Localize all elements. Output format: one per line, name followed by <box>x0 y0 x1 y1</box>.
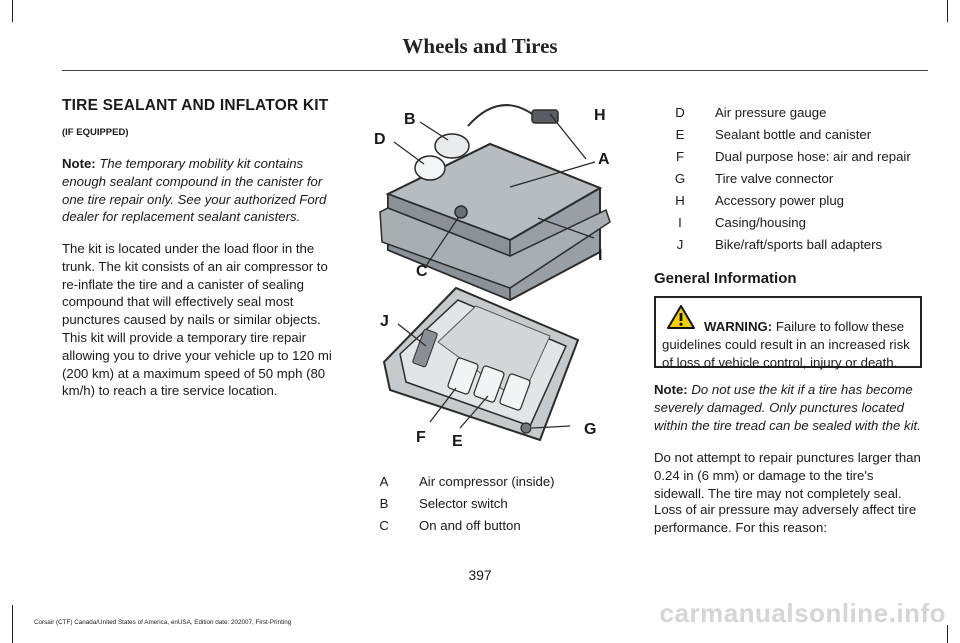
section-title: TIRE SEALANT AND INFLATOR KIT <box>62 97 329 114</box>
page-header-title: Wheels and Tires <box>402 34 558 58</box>
note-paragraph: Note: The temporary mobility kit contain… <box>62 155 338 226</box>
callout-a: A <box>598 151 610 168</box>
warning-triangle-icon <box>667 305 695 329</box>
crop-mark-top-right <box>947 0 948 22</box>
air-pressure-paragraph: Loss of air pressure may adversely affec… <box>654 502 917 535</box>
puncture-size-paragraph: Do not attempt to repair punctures large… <box>654 450 921 501</box>
pressure-gauge-shape <box>414 155 446 181</box>
callout-b: B <box>404 111 416 128</box>
sealant-tray-unit <box>382 286 580 442</box>
crop-mark-bottom-left <box>12 605 13 643</box>
edition-note: Corsair (CTF) Canada/United States of Am… <box>34 619 292 626</box>
watermark: carmanualsonline.info <box>659 598 946 628</box>
tire-kit-illustration: H B D A I C J F E G <box>374 104 611 450</box>
adapters-shape <box>412 328 438 368</box>
warning-box: WARNING: Failure to follow these guideli… <box>654 296 922 371</box>
callout-d: D <box>374 131 386 148</box>
general-info-title: General Information <box>654 270 797 287</box>
power-cord <box>467 104 536 127</box>
callout-f: F <box>416 429 426 446</box>
crop-mark-top-left <box>12 0 13 22</box>
callout-g: G <box>584 421 596 438</box>
selector-switch-shape <box>434 133 470 159</box>
warning-text-block: WARNING: Failure to follow these guideli… <box>662 318 916 371</box>
general-note-label: Note: <box>654 382 688 397</box>
note-label: Note: <box>62 156 96 171</box>
valve-connector-shape <box>520 422 532 434</box>
kit-description: The kit is located under the load floor … <box>62 241 332 399</box>
on-off-button-shape <box>454 205 468 219</box>
compressor-unit <box>379 104 611 302</box>
callout-j: J <box>380 313 389 330</box>
header-rule <box>62 70 928 71</box>
page-number: 397 <box>468 567 492 583</box>
crop-mark-bottom-right <box>947 625 948 643</box>
warning-label: WARNING: <box>704 319 773 334</box>
warning-text: Failure to follow these guidelines could… <box>662 319 910 370</box>
callout-h: H <box>594 107 606 124</box>
general-note-paragraph: Note: Do not use the kit if a tire has b… <box>654 381 926 434</box>
callout-i: I <box>598 247 602 264</box>
callout-leaders <box>393 113 596 429</box>
general-note-text: Do not use the kit if a tire has become … <box>654 382 921 433</box>
power-plug-shape <box>531 109 559 124</box>
section-subtitle: (IF EQUIPPED) <box>62 127 129 138</box>
note-text: The temporary mobility kit contains enou… <box>62 156 327 225</box>
callout-e: E <box>452 433 463 450</box>
callout-c: C <box>416 263 428 280</box>
